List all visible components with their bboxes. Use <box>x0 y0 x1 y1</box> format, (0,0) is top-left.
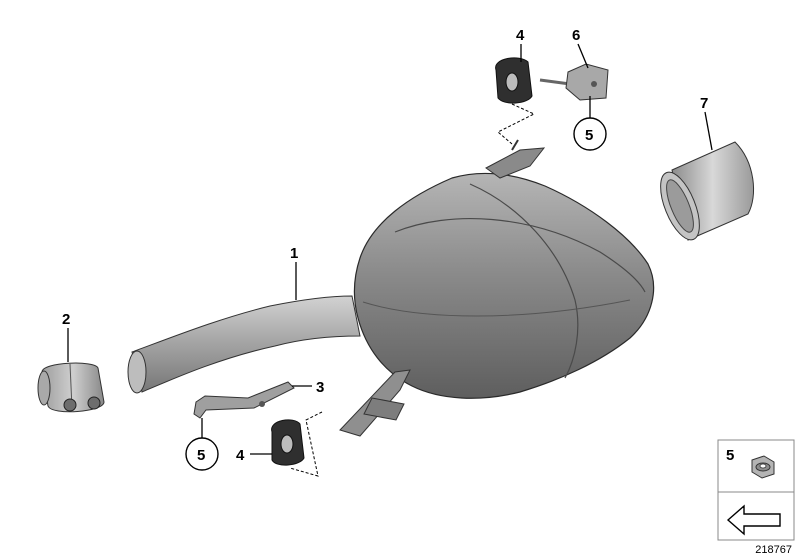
inlet-pipe-opening <box>127 350 147 394</box>
callout-7: 7 <box>700 95 708 112</box>
assembly-line-bottom <box>289 411 323 477</box>
direction-arrow-icon <box>726 504 781 536</box>
callout-5-top-circle <box>573 117 607 151</box>
document-number: 218767 <box>755 544 792 556</box>
leader-6 <box>577 43 589 69</box>
callout-4-top: 4 <box>516 27 525 44</box>
rubber-mount-bottom <box>271 419 305 466</box>
bracket-part-3 <box>193 381 295 419</box>
callout-5-top: 5 <box>585 127 593 144</box>
bracket-part-6 <box>539 63 609 101</box>
inlet-pipe <box>131 295 361 393</box>
hex-nut-icon <box>751 455 775 479</box>
assembly-line-top <box>497 103 536 145</box>
legend-box: 5 <box>717 439 795 541</box>
callout-5-bottom: 5 <box>197 447 205 464</box>
callout-1: 1 <box>290 245 298 262</box>
callout-5-bottom-circle <box>185 437 219 471</box>
callout-6: 6 <box>572 27 580 44</box>
pipe-clamp <box>37 362 105 413</box>
rubber-mount-top <box>495 57 533 104</box>
silencer-body <box>353 172 655 399</box>
callout-4-bottom: 4 <box>236 447 245 464</box>
callout-3: 3 <box>316 379 324 396</box>
tailpipe-trim <box>660 141 755 241</box>
leader-7 <box>704 111 713 151</box>
rear-silencer <box>127 139 655 437</box>
legend-item-label: 5 <box>726 447 734 464</box>
callout-2: 2 <box>62 311 70 328</box>
